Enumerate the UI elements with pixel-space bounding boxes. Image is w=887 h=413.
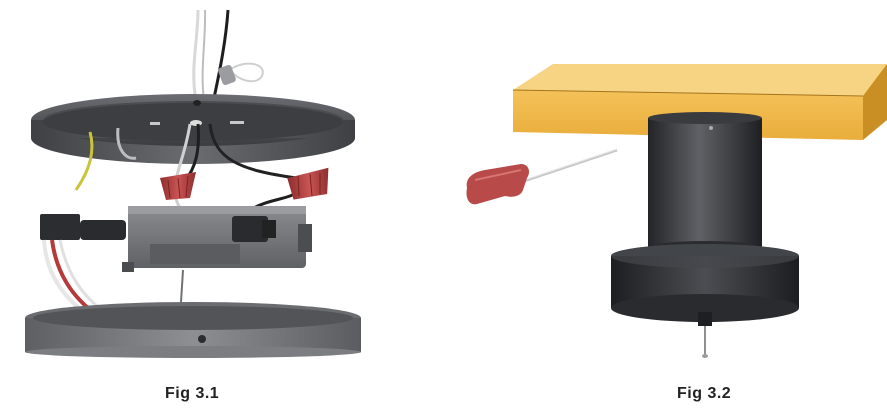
fixture-base [611, 244, 799, 322]
screwdriver-icon [466, 149, 617, 204]
wire-nut-right [287, 168, 332, 200]
fixture-canopy [648, 112, 762, 255]
ground-screw-icon [217, 64, 262, 86]
fig-3-1-caption: Fig 3.1 [165, 385, 219, 403]
mounting-plate [31, 94, 355, 164]
fig-3-2-caption: Fig 3.2 [677, 385, 731, 403]
set-screw-icon [698, 312, 712, 358]
supply-wires [194, 10, 228, 100]
fig-3-2-illustration [443, 0, 887, 413]
wire-nut-left [160, 172, 196, 200]
fig-3-1-illustration [0, 0, 443, 413]
led-driver-box [122, 206, 312, 272]
bottom-ring [25, 302, 361, 358]
